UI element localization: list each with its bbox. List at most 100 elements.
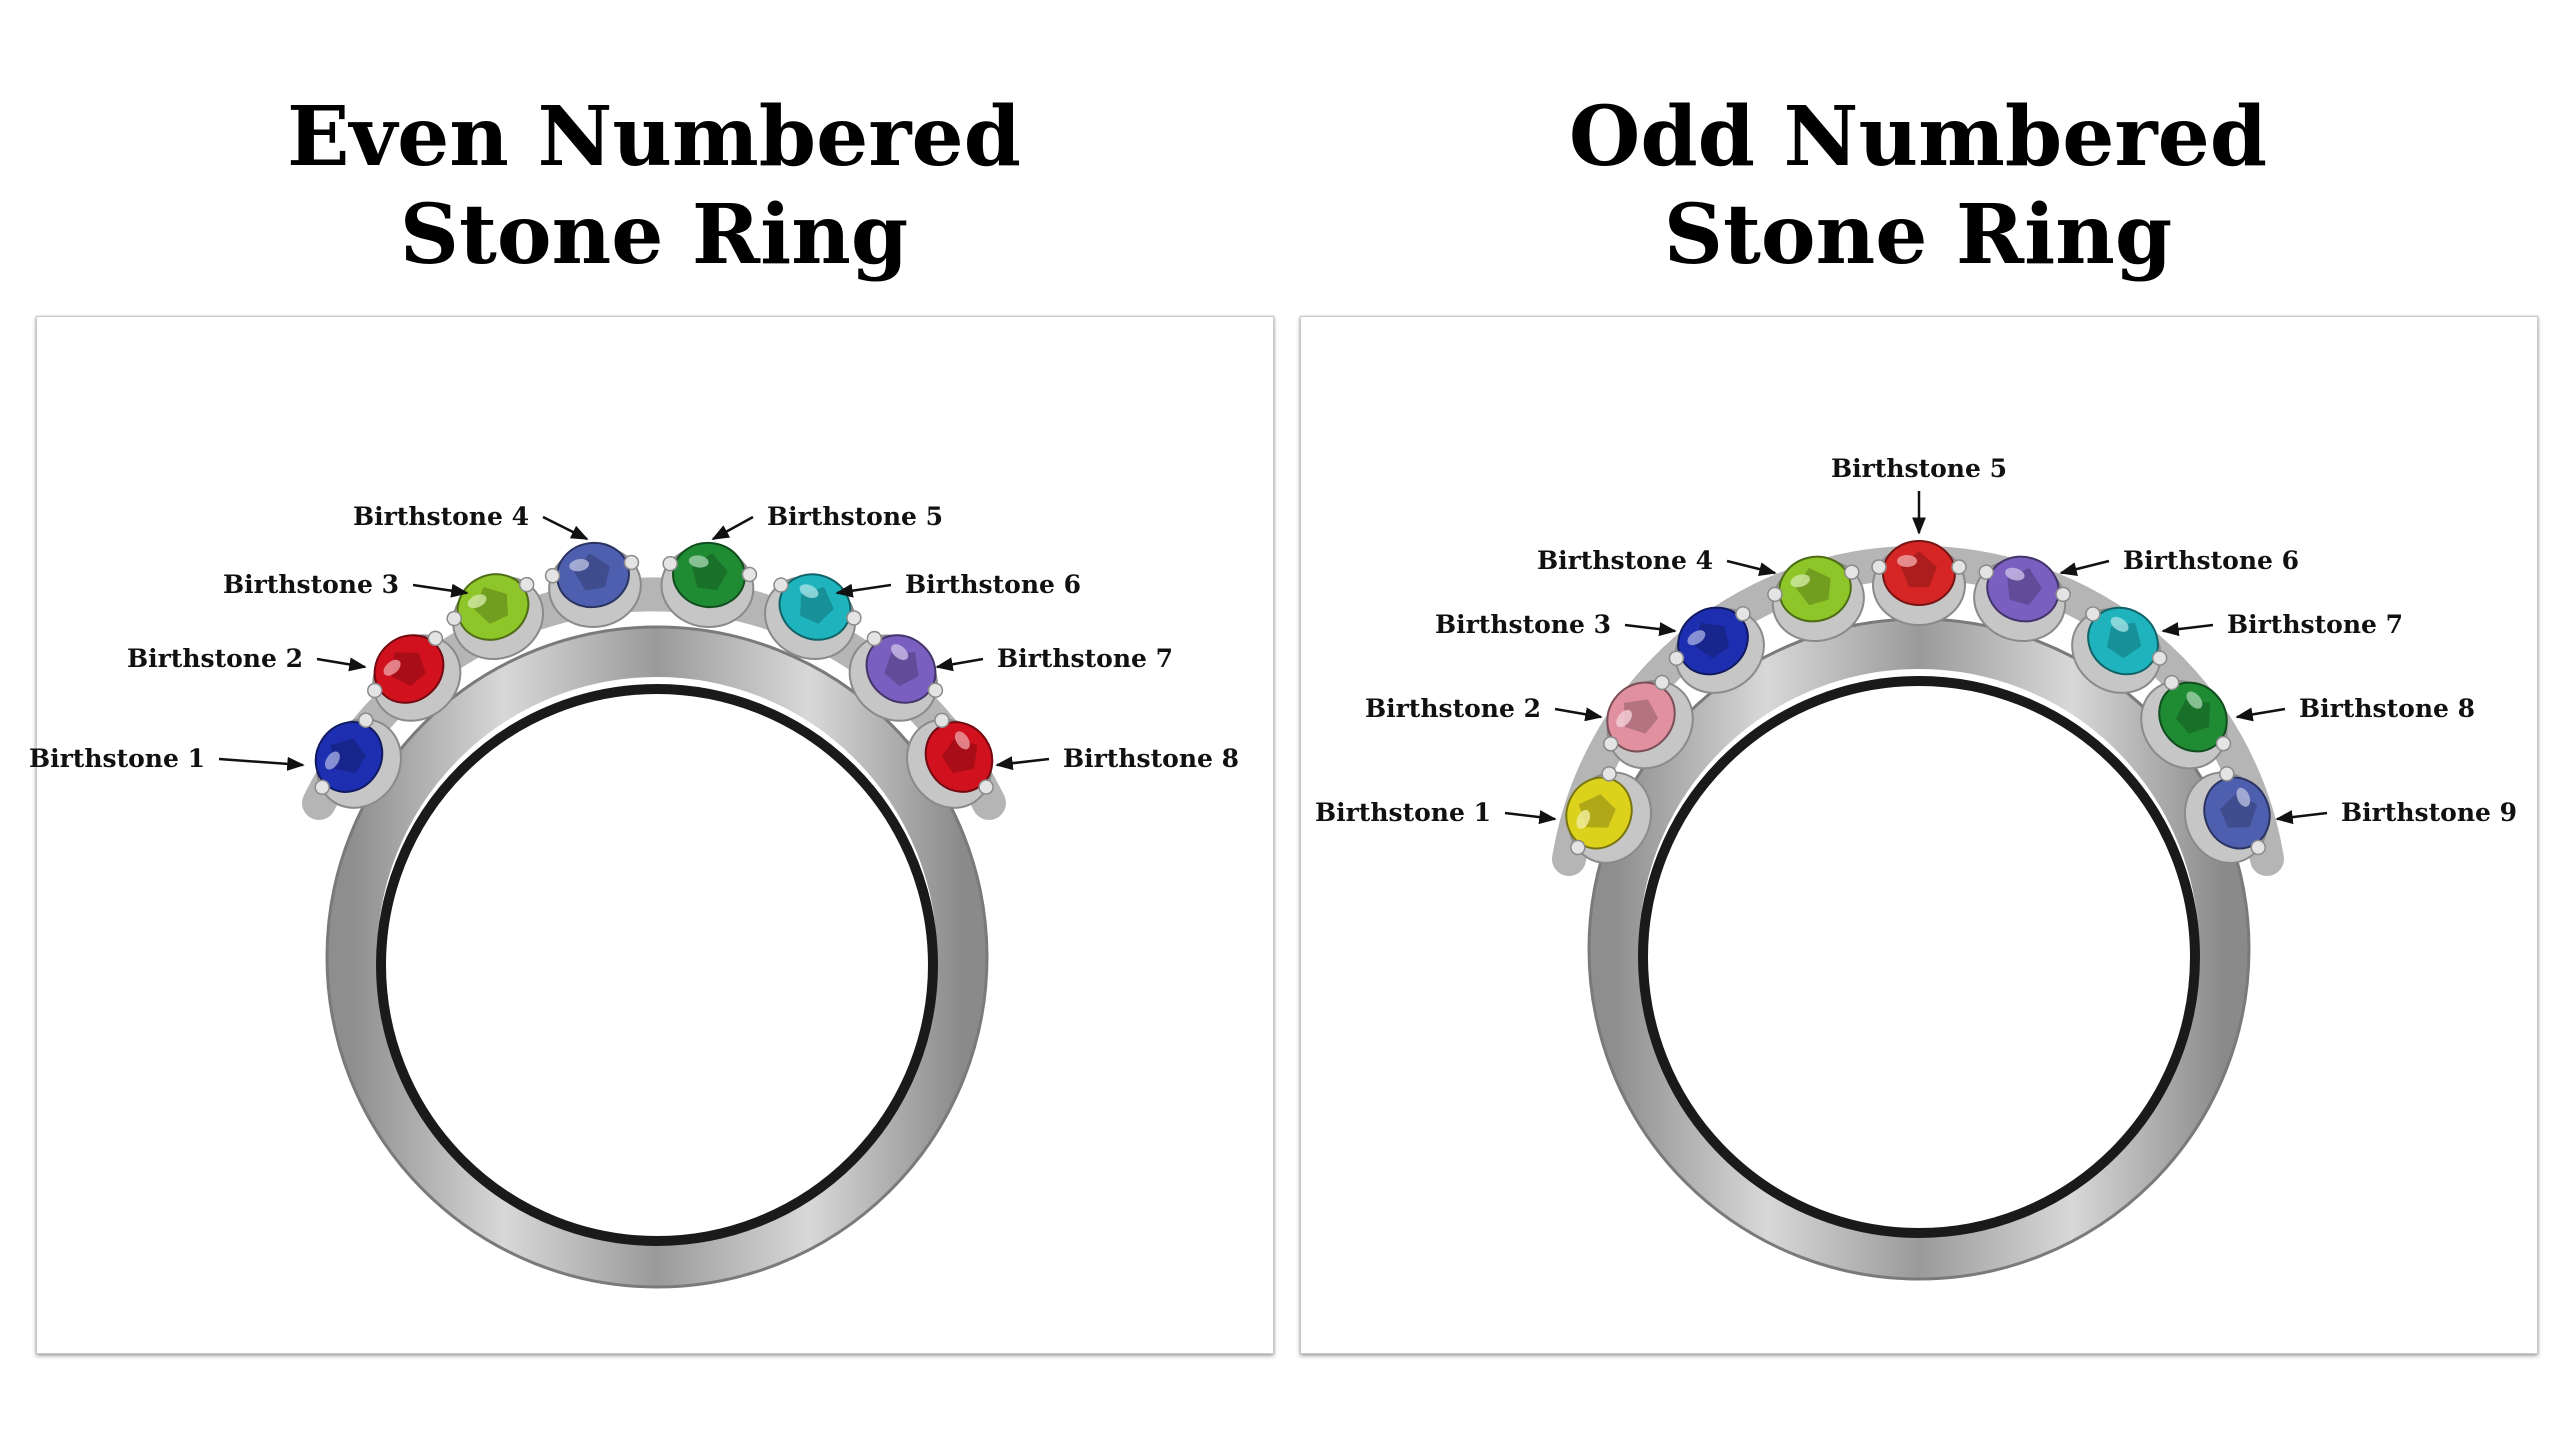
gem-highlight: [2110, 616, 2129, 632]
birthstone-label-2: Birthstone 2: [1365, 694, 1541, 723]
label-arrow: [218, 756, 305, 771]
gem-highlight: [891, 644, 909, 661]
prong: [773, 577, 789, 593]
birthstone-1: [314, 712, 402, 809]
prong: [544, 567, 561, 584]
label-arrow: [1624, 622, 1677, 637]
birthstone-label-4: Birthstone 4: [353, 502, 529, 531]
birthstone-label-4: Birthstone 4: [1537, 546, 1713, 575]
gem-highlight: [467, 594, 487, 609]
even-ring-panel: Birthstone 1 Birthstone 2 Birthstone 3 Birt…: [29, 316, 1274, 1354]
gem-facet: [391, 652, 426, 687]
gem-highlight: [1790, 574, 1810, 588]
prong: [1735, 606, 1751, 622]
label-arrow: [2275, 810, 2328, 825]
label-arrow: [711, 515, 754, 541]
even-ring-title: Even Numbered Stone Ring: [36, 88, 1272, 284]
gem-highlight: [1576, 809, 1591, 829]
birthstone-3: [446, 573, 545, 661]
even-title-line2: Stone Ring: [399, 187, 909, 283]
prong: [978, 779, 994, 795]
odd-title-line2: Stone Ring: [1663, 187, 2173, 283]
label-arrow: [2235, 707, 2286, 722]
even-title-line1: Even Numbered: [286, 89, 1022, 185]
gem-highlight: [2005, 567, 2025, 581]
band-outer: [1589, 619, 2249, 1279]
band-inner-shadow: [1638, 676, 2200, 1238]
prong: [518, 576, 535, 593]
gem-facet: [2175, 699, 2210, 734]
label-arrow: [1504, 810, 1557, 825]
prong: [367, 682, 383, 699]
label-arrow: [316, 657, 367, 672]
gem-highlight: [954, 731, 970, 750]
birthstone-label-1: Birthstone 1: [1315, 798, 1491, 827]
ring-band: [302, 317, 1006, 1289]
label-arrow: [1726, 559, 1777, 576]
birthstone-7: [2071, 606, 2168, 694]
birthstone-4: [1767, 555, 1865, 643]
birthstone-1: [1565, 766, 1653, 864]
label-arrow: [2059, 559, 2110, 576]
prong: [446, 610, 462, 627]
band-outer-edge: [325, 625, 989, 1289]
prong: [2163, 674, 2180, 691]
birthstone-label-5: Birthstone 5: [767, 502, 943, 531]
birthstone-5: [1871, 540, 1967, 626]
prong: [741, 566, 758, 583]
prong: [662, 555, 678, 572]
label-arrow: [542, 515, 589, 541]
gem-highlight: [688, 555, 709, 568]
gem-highlight: [383, 659, 401, 676]
gem-highlight: [1687, 630, 1706, 646]
gem-facet: [1624, 699, 1659, 734]
prong: [623, 554, 640, 571]
birthstone-3: [1668, 606, 1765, 694]
birthstone-4: [544, 541, 642, 629]
gem-highlight: [799, 584, 819, 598]
label-arrow: [2161, 622, 2214, 637]
birthstone-label-7: Birthstone 7: [2227, 610, 2403, 639]
birthstone-label-1: Birthstone 1: [29, 744, 205, 773]
gem-facet: [884, 652, 919, 687]
prong: [427, 630, 444, 647]
birthstone-8: [2140, 674, 2232, 770]
birthstone-label-2: Birthstone 2: [127, 644, 303, 673]
gem-highlight: [2236, 787, 2251, 807]
band-outer: [327, 627, 987, 1287]
prong: [2055, 586, 2071, 603]
birthstone-label-3: Birthstone 3: [223, 570, 399, 599]
label-arrow: [412, 583, 469, 598]
birthstone-label-7: Birthstone 7: [997, 644, 1173, 673]
odd-title-line1: Odd Numbered: [1568, 89, 2268, 185]
prong: [2085, 606, 2101, 622]
prong: [2219, 766, 2235, 782]
prong: [927, 682, 944, 699]
even-ring-illustration: Birthstone 1 Birthstone 2 Birthstone 3 Birt…: [29, 317, 1239, 1289]
birthstone-8: [906, 712, 994, 809]
birthstone-label-9: Birthstone 9: [2341, 798, 2517, 827]
prong: [1978, 564, 1994, 580]
birthstone-label-8: Birthstone 8: [2299, 694, 2475, 723]
prong: [2250, 839, 2266, 856]
birthstone-6: [764, 573, 862, 661]
prong: [358, 712, 374, 728]
odd-ring-title: Odd Numbered Stone Ring: [1300, 88, 2536, 284]
label-arrow: [835, 583, 892, 598]
gem-facet: [2106, 622, 2142, 659]
gem-highlight: [1616, 709, 1632, 728]
band-top-mask: [1579, 317, 2259, 849]
prong: [1844, 564, 1860, 580]
prong: [1951, 559, 1967, 575]
birthstone-5: [660, 541, 758, 629]
birthstone-7: [848, 630, 944, 722]
prong: [2215, 735, 2232, 752]
prong: [866, 630, 883, 647]
prong: [934, 712, 950, 729]
birthstone-label-6: Birthstone 6: [905, 570, 1081, 599]
prong: [1654, 674, 1670, 691]
gem-highlight: [324, 751, 340, 770]
label-arrow: [935, 657, 984, 672]
